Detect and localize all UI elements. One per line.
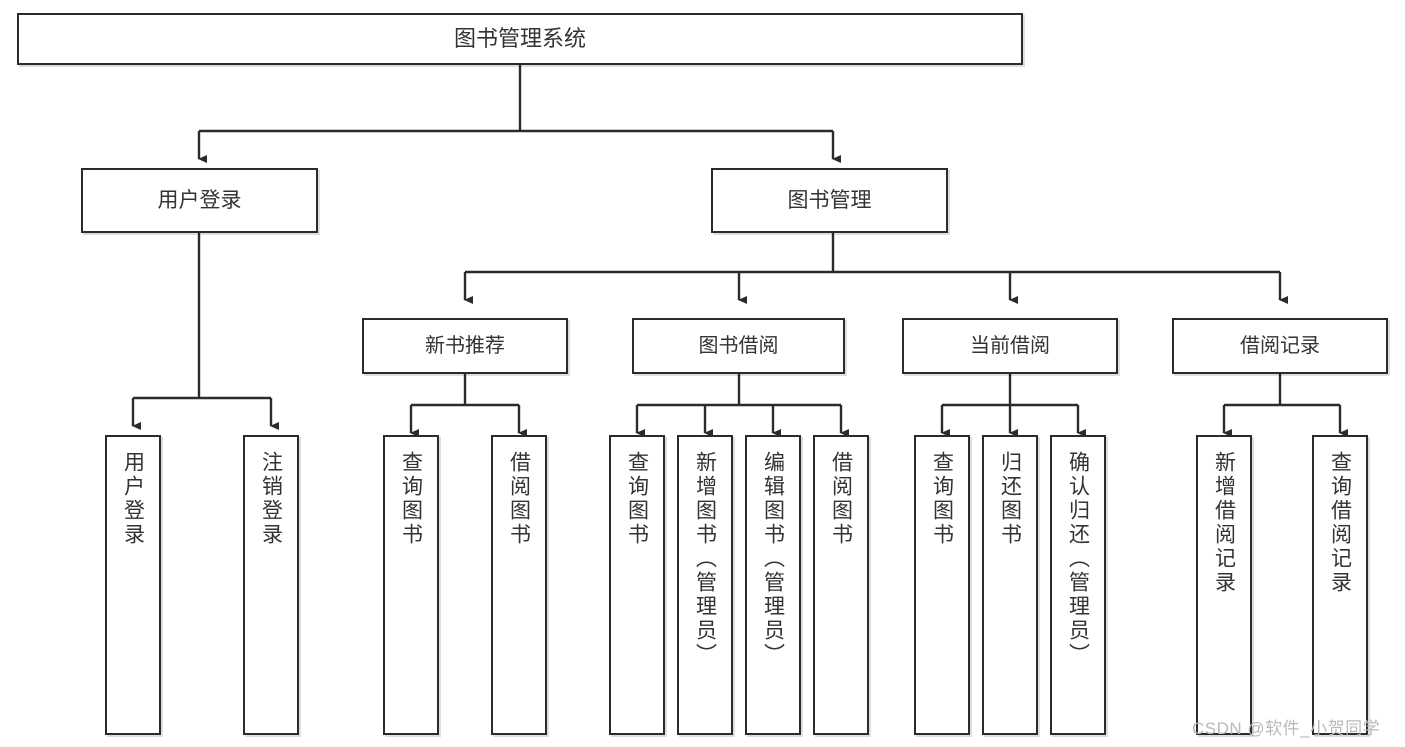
node-user-login[interactable]: 用户登录 [81,168,318,233]
node-current-borrow[interactable]: 当前借阅 [902,318,1118,374]
node-label: 新增借阅记录 [1212,451,1236,595]
node-label: 新书推荐 [425,334,505,357]
node-label: 借阅图书 [507,451,531,547]
node-borrow-record[interactable]: 借阅记录 [1172,318,1388,374]
node-label: 借阅图书 [829,451,853,547]
leaf-current-borrow-return-book[interactable]: 归还图书 [982,435,1038,735]
leaf-new-book-borrow-book[interactable]: 借阅图书 [491,435,547,735]
node-label: 查询图书 [399,451,423,547]
node-label: 用户登录 [157,188,242,212]
node-book-management[interactable]: 图书管理 [711,168,948,233]
leaf-borrow-record-add-record[interactable]: 新增借阅记录 [1196,435,1252,735]
node-label: 查询借阅记录 [1328,451,1352,595]
node-label: 图书借阅 [698,334,779,357]
node-label: 用户登录 [121,451,145,547]
leaf-book-borrow-borrow-book[interactable]: 借阅图书 [813,435,869,735]
leaf-user-login-logout[interactable]: 注销登录 [243,435,299,735]
leaf-user-login-login[interactable]: 用户登录 [105,435,161,735]
node-label: 编辑图书（管理员） [761,451,785,667]
node-new-book-recommend[interactable]: 新书推荐 [362,318,568,374]
node-label: 确认归还（管理员） [1066,451,1090,667]
node-label: 查询图书 [930,451,954,547]
node-label: 图书管理 [787,188,872,212]
node-label: 查询图书 [625,451,649,547]
node-label: 当前借阅 [970,334,1050,357]
leaf-book-borrow-add-book-admin[interactable]: 新增图书（管理员） [677,435,733,735]
node-label: 新增图书（管理员） [693,451,717,667]
leaf-current-borrow-query-book[interactable]: 查询图书 [914,435,970,735]
leaf-current-borrow-confirm-return-admin[interactable]: 确认归还（管理员） [1050,435,1106,735]
leaf-borrow-record-query-record[interactable]: 查询借阅记录 [1312,435,1368,735]
node-book-borrow[interactable]: 图书借阅 [632,318,845,374]
leaf-book-borrow-edit-book-admin[interactable]: 编辑图书（管理员） [745,435,801,735]
node-label: 借阅记录 [1240,334,1320,357]
node-label: 注销登录 [259,451,283,547]
node-label: 归还图书 [998,451,1022,547]
csdn-watermark: CSDN @软件_小贺同学 [1192,719,1381,738]
leaf-book-borrow-query-book[interactable]: 查询图书 [609,435,665,735]
node-root-book-management-system[interactable]: 图书管理系统 [17,13,1023,65]
node-label: 图书管理系统 [453,25,586,51]
leaf-new-book-query-book[interactable]: 查询图书 [383,435,439,735]
